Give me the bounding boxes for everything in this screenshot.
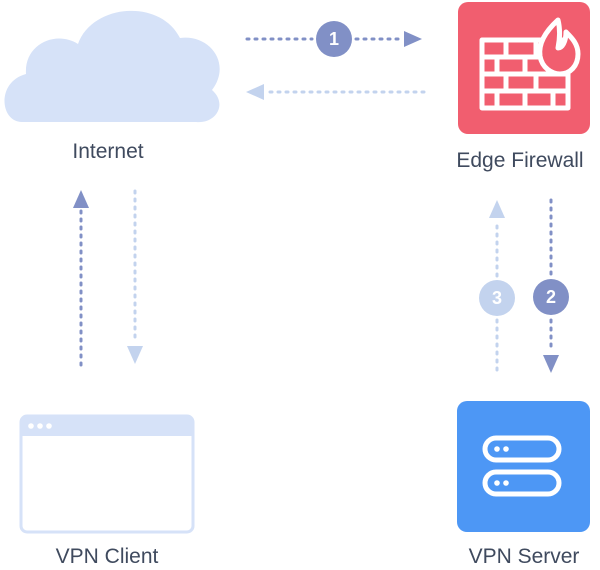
internet-label: Internet	[72, 140, 144, 163]
flame-icon	[537, 17, 581, 77]
arrow-client-to-internet	[73, 190, 89, 367]
firewall-icon	[458, 2, 590, 134]
vpn-client-label: VPN Client	[55, 545, 159, 568]
arrow-server-to-firewall	[489, 200, 505, 376]
svg-text:3: 3	[492, 288, 502, 308]
svg-text:1: 1	[329, 29, 339, 49]
svg-text:2: 2	[546, 287, 556, 307]
vpn-server-label: VPN Server	[468, 545, 580, 568]
arrow-firewall-to-internet	[246, 84, 426, 100]
edge-firewall-label: Edge Firewall	[456, 149, 584, 172]
browser-window-icon	[19, 414, 195, 534]
step-1-badge: 1	[316, 21, 352, 57]
arrow-internet-to-firewall	[245, 31, 422, 47]
cloud-icon	[4, 10, 220, 123]
step-3-badge: 3	[479, 280, 515, 316]
step-2-badge: 2	[533, 279, 569, 315]
arrow-internet-to-client	[127, 189, 143, 364]
server-icon	[457, 401, 590, 532]
arrow-firewall-to-server	[543, 198, 559, 373]
